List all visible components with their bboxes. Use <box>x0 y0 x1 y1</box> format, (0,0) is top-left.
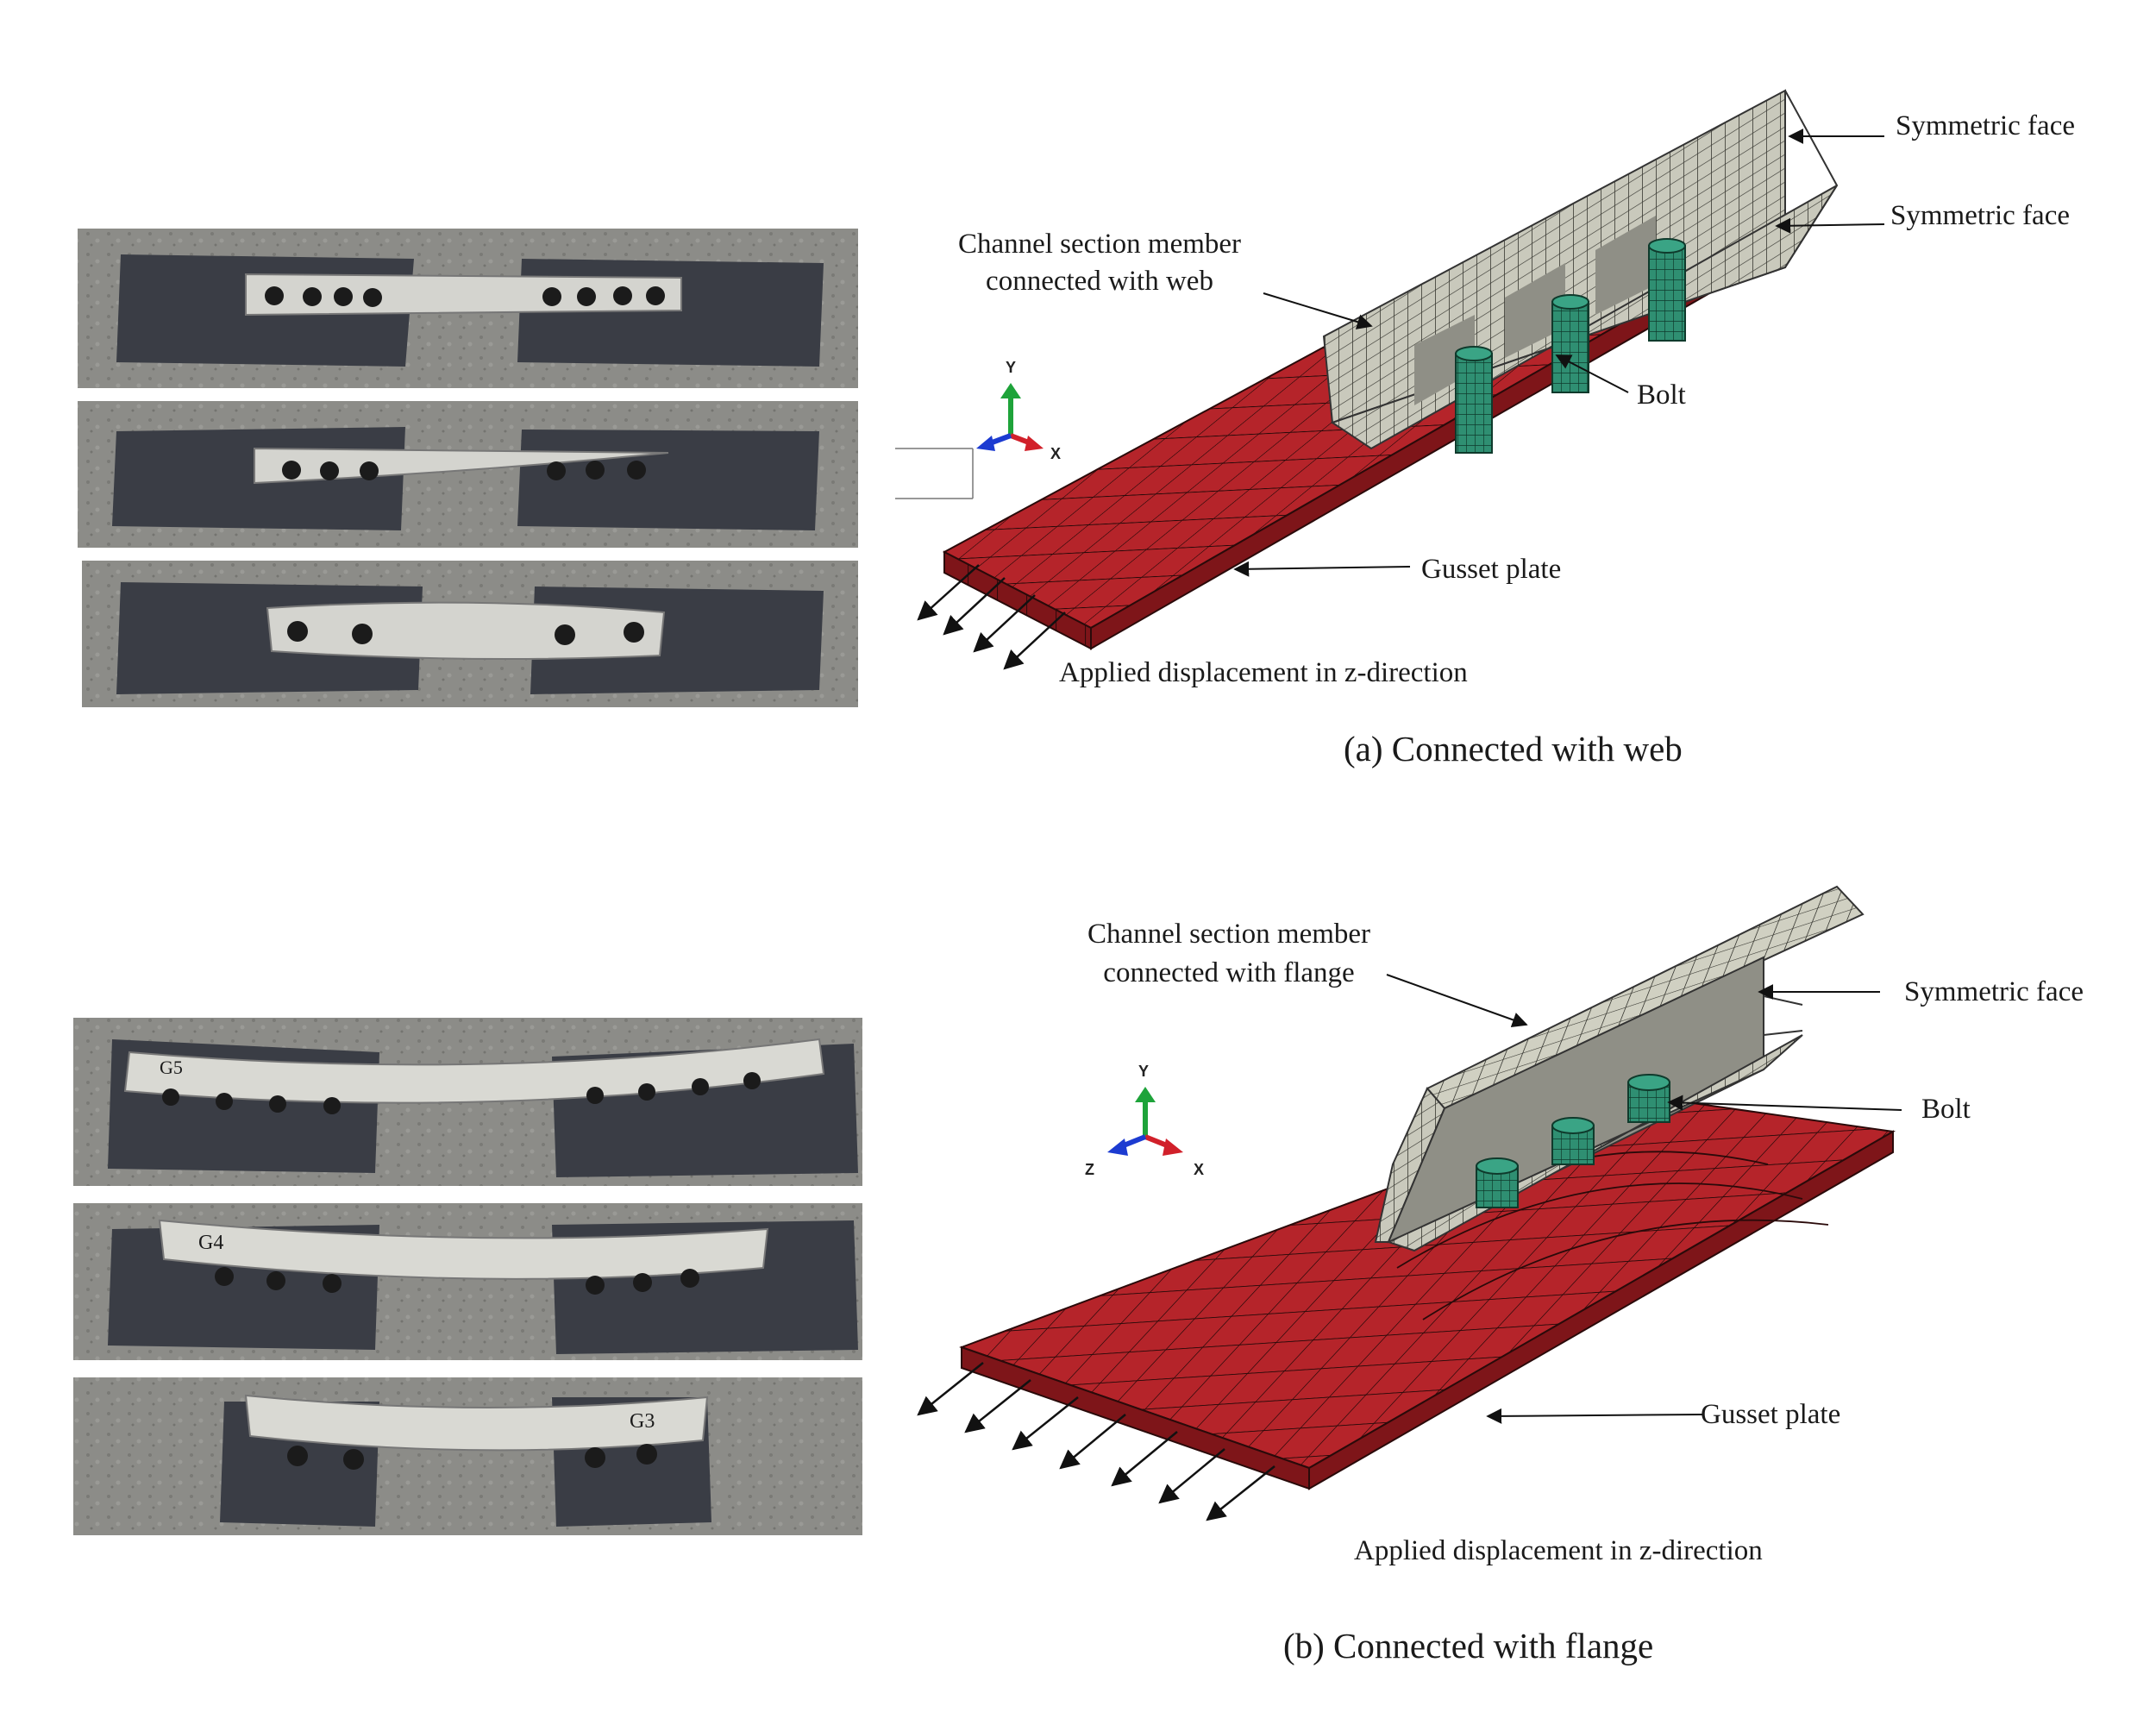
label-gusset-plate-a: Gusset plate <box>1421 554 1561 585</box>
photo-web-specimen-3 <box>82 561 858 707</box>
channel-member-web <box>1322 89 1839 450</box>
photo-flange-specimen-2: G4 <box>73 1203 862 1360</box>
labels-b: Channel section member connected with fl… <box>1087 919 2084 1665</box>
label-gusset-plate-b: Gusset plate <box>1701 1399 1840 1430</box>
label-applied-displacement-a: Applied displacement in z-direction <box>1059 657 1468 688</box>
bolt-a-3 <box>1648 238 1686 342</box>
label-bolt-b: Bolt <box>1921 1094 1971 1125</box>
caption-b: (b) Connected with flange <box>1283 1626 1653 1665</box>
axis-y-label-b: Y <box>1138 1063 1149 1080</box>
label-symmetric-face-mid: Symmetric face <box>1890 200 2070 231</box>
bolts-a <box>1455 238 1686 454</box>
panel-b-fe-model: Y Z X Channel section member connected w… <box>917 885 2084 1665</box>
label-channel-member-b-line1: Channel section member <box>1087 919 1370 950</box>
label-symmetric-face-top: Symmetric face <box>1896 110 2075 141</box>
label-symmetric-face-b: Symmetric face <box>1904 976 2084 1007</box>
photo-mark-g4: G4 <box>198 1232 223 1254</box>
panel-b-photos: G5 G4 G3 <box>73 1018 862 1535</box>
photo-web-specimen-2 <box>78 401 858 548</box>
labels-a: Symmetric face Symmetric face Channel se… <box>958 110 2075 768</box>
panel-a-photos <box>78 229 858 707</box>
axis-x-label-b: X <box>1194 1161 1204 1178</box>
bolt-b-1 <box>1476 1157 1519 1208</box>
bolt-b-2 <box>1551 1117 1595 1165</box>
label-bolt-a: Bolt <box>1637 380 1686 411</box>
leader-lines-b <box>1386 974 1902 1424</box>
displacement-arrows-b <box>917 1362 1275 1521</box>
photo-web-specimen-1 <box>78 229 858 388</box>
bolt-b-3 <box>1627 1074 1670 1123</box>
label-channel-member-b-line2: connected with flange <box>1103 957 1354 988</box>
coordinate-triad-a: Y X <box>895 359 1061 499</box>
label-applied-displacement-b: Applied displacement in z-direction <box>1354 1535 1763 1566</box>
axis-y-label-a: Y <box>1006 359 1016 376</box>
axis-z-label-b: Z <box>1085 1161 1094 1178</box>
label-channel-member-line1: Channel section member <box>958 229 1241 260</box>
displacement-arrows-a <box>917 564 1066 670</box>
bolt-a-2 <box>1551 294 1589 393</box>
photo-mark-g3: G3 <box>630 1410 655 1433</box>
axis-x-label-a: X <box>1050 445 1061 462</box>
panel-a-fe-model: Y X Symmetric face Symmetric face Channe… <box>895 89 2075 768</box>
label-channel-member-line2: connected with web <box>986 266 1213 297</box>
photo-mark-g5: G5 <box>160 1057 183 1078</box>
caption-a: (a) Connected with web <box>1344 729 1683 768</box>
bolt-a-1 <box>1455 346 1493 454</box>
photo-flange-specimen-3: G3 <box>73 1377 862 1535</box>
leader-lines-a <box>1233 129 1885 577</box>
bolts-b <box>1476 1074 1670 1208</box>
photo-flange-specimen-1: G5 <box>73 1018 862 1186</box>
gusset-plate-b <box>959 1094 1896 1490</box>
coordinate-triad-b: Y Z X <box>1085 1063 1204 1178</box>
